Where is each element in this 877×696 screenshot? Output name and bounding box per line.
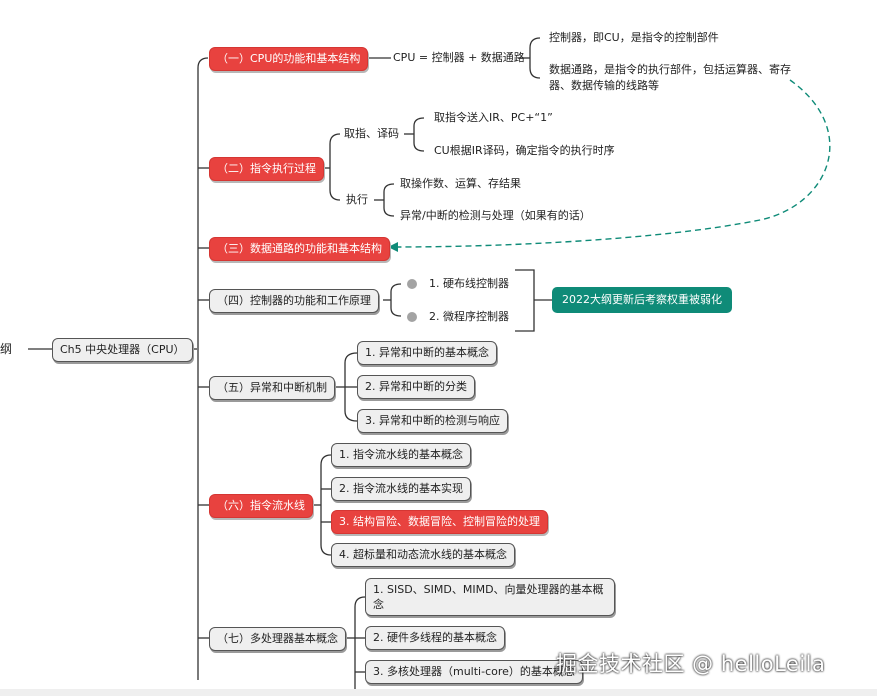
s4-note-tag: 2022大纲更新后考察权重被弱化	[552, 287, 732, 313]
center-node[interactable]: Ch5 中央处理器（CPU）	[52, 338, 193, 362]
s6-item-4[interactable]: 4. 超标量和动态流水线的基本概念	[331, 543, 515, 567]
section-6-node[interactable]: （六）指令流水线	[209, 494, 313, 518]
root-label: 纲	[0, 342, 13, 356]
watermark: 掘金技术社区 @ helloLeila	[556, 652, 826, 676]
s1-formula: CPU = 控制器 + 数据通路	[393, 51, 525, 64]
section-7-node[interactable]: （七）多处理器基本概念	[209, 627, 346, 651]
section-3-node[interactable]: （三）数据通路的功能和基本结构	[209, 237, 390, 261]
s2-fetch-item-1: 取指令送入IR、PC+“1”	[434, 111, 553, 124]
section-5-node[interactable]: （五）异常和中断机制	[209, 376, 335, 400]
s2-exec-item-1: 取操作数、运算、存结果	[400, 177, 521, 190]
s7-item-3[interactable]: 3. 多核处理器（multi-core）的基本概念	[365, 660, 583, 684]
s7-item-2[interactable]: 2. 硬件多线程的基本概念	[365, 626, 505, 650]
s2-exec-label: 执行	[346, 193, 368, 206]
relation-arrow	[394, 79, 831, 248]
s4-item-hardwired: 1. 硬布线控制器	[429, 277, 509, 290]
section-4-node[interactable]: （四）控制器的功能和工作原理	[209, 289, 379, 313]
s2-fetch-label: 取指、译码	[344, 127, 399, 140]
s2-exec-item-2: 异常/中断的检测与处理（如果有的话）	[400, 209, 591, 222]
s2-fetch-item-2: CU根据IR译码，确定指令的执行时序	[434, 144, 615, 157]
s6-item-3[interactable]: 3. 结构冒险、数据冒险、控制冒险的处理	[331, 510, 548, 534]
s7-item-1[interactable]: 1. SISD、SIMD、MIMD、向量处理器的基本概念	[365, 578, 615, 616]
s5-item-3[interactable]: 3. 异常和中断的检测与响应	[357, 409, 508, 433]
bottom-scrollbar-strip	[0, 689, 877, 696]
s1-item-datapath: 数据通路，是指令的执行部件，包括运算器、寄存器、数据传输的线路等	[549, 63, 791, 92]
s5-item-2[interactable]: 2. 异常和中断的分类	[357, 375, 475, 399]
s5-item-1[interactable]: 1. 异常和中断的基本概念	[357, 341, 497, 365]
s6-item-2[interactable]: 2. 指令流水线的基本实现	[331, 477, 471, 501]
bullet-dot	[407, 312, 417, 322]
section-2-node[interactable]: （二）指令执行过程	[209, 157, 324, 181]
s6-item-1[interactable]: 1. 指令流水线的基本概念	[331, 443, 471, 467]
s4-item-microprogram: 2. 微程序控制器	[429, 310, 509, 323]
bullet-dot	[407, 279, 417, 289]
s1-item-controller: 控制器，即CU，是指令的控制部件	[549, 31, 719, 44]
section-1-node[interactable]: （一）CPU的功能和基本结构	[209, 47, 369, 71]
